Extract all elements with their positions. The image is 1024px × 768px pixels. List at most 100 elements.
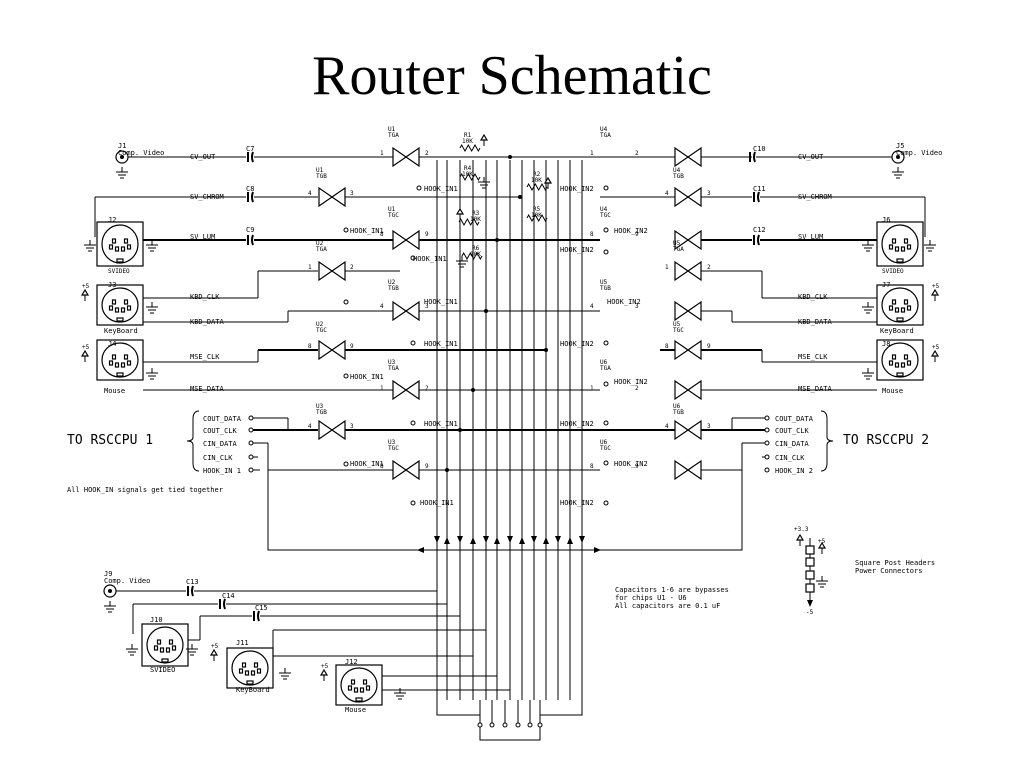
gate-triangle [686, 229, 702, 251]
hook-in2-pin [603, 460, 609, 466]
hook-in2-pin [603, 185, 609, 191]
j10-ref: J10 [150, 616, 163, 624]
capacitor-plate [757, 191, 760, 203]
din-pin [347, 685, 353, 691]
pin-number: 1 [590, 150, 594, 157]
hook-in1-pin [343, 461, 349, 467]
bus-terminal-pin [477, 722, 483, 728]
u6-tga-gate [674, 379, 702, 401]
resistor-value: 10K [462, 171, 473, 178]
hook-in1-pin [410, 255, 416, 261]
left-net-label: SV_CHROM [190, 193, 224, 201]
right-net-label: CV_OUT [798, 153, 824, 161]
din-pin [244, 670, 250, 676]
r4-resistor-icon [459, 172, 481, 182]
pin-number: 3 [707, 423, 711, 430]
din-key [896, 372, 904, 377]
bus-arrow-icon [555, 536, 561, 543]
supply-label: +5 [321, 663, 329, 670]
hook-in1-label: HOOK_IN1 [350, 460, 384, 468]
wire [598, 470, 743, 551]
hook-in1-label: HOOK_IN1 [424, 185, 458, 193]
resistor-value: 10K [470, 251, 481, 258]
resistor-ref: R6 [472, 245, 480, 252]
din-pin [108, 244, 114, 250]
hook-in1-pin [343, 373, 349, 379]
pin-number: 9 [350, 343, 354, 350]
din-pin [903, 299, 909, 305]
pin-number: 1 [308, 264, 312, 271]
left-net-label: KBD_DATA [190, 318, 225, 326]
j10-desc: SVIDEO [150, 666, 175, 674]
pin-number: 1 [590, 385, 594, 392]
resistor-ref: R5 [533, 206, 541, 213]
din-pin [900, 307, 906, 313]
pin-number: 9 [635, 463, 639, 470]
u4-tgb-gate [674, 186, 702, 208]
ground-icon [478, 177, 490, 189]
supply-arrow [479, 133, 489, 141]
pin-number: 4 [380, 303, 384, 310]
hook-in1-pin [410, 500, 416, 506]
u4-tgc-gate [674, 229, 702, 251]
din-pin [108, 305, 114, 311]
power-label: +3.3 [794, 526, 809, 533]
rsccpu1-pin [248, 427, 254, 433]
resistor-value: 10K [531, 212, 542, 219]
supply-arrow [795, 533, 805, 541]
pin-number: 2 [425, 385, 429, 392]
left-net-label: KBD_CLK [190, 293, 220, 301]
din-pin [250, 670, 256, 676]
din-pin [126, 305, 132, 311]
j2-svideo-connector-icon [96, 221, 144, 267]
u2-tgb-gate [392, 300, 420, 322]
hook-in1-label: HOOK_IN1 [350, 373, 384, 381]
bus-arrow-icon [444, 537, 450, 544]
ground-icon [394, 688, 406, 700]
bus-terminal-pin [527, 722, 533, 728]
rsccpu1-signal-label: HOOK_IN 1 [203, 467, 241, 475]
din-pin [168, 639, 174, 645]
gate-triangle [686, 419, 702, 441]
rsccpu1-signal-label: COUT_CLK [203, 427, 238, 435]
rsccpu2-pin [764, 427, 770, 433]
u2-tga-gate [318, 260, 346, 282]
wire [267, 470, 420, 551]
din-pin [906, 360, 912, 366]
gate-triangle [330, 419, 346, 441]
c13-label: C13 [186, 578, 199, 586]
din-pin [120, 246, 126, 252]
rsccpu2-signal-label: CIN_DATA [775, 440, 810, 448]
din-key [246, 680, 254, 685]
din-pin [906, 305, 912, 311]
din-pin [906, 244, 912, 250]
din-pin [888, 305, 894, 311]
rsccpu2-pin [764, 415, 770, 421]
right-net-label: SV_CHROM [798, 193, 832, 201]
rsccpu2-signal-label: COUT_CLK [775, 427, 810, 435]
gate-triangle [674, 186, 690, 208]
supply-icon [795, 533, 805, 546]
hook-in1-label: HOOK_IN1 [413, 255, 447, 263]
gate-triangle [330, 186, 346, 208]
pin-number: 3 [635, 303, 639, 310]
u1-tgc-gate [392, 229, 420, 251]
din-pin [153, 645, 159, 651]
bus-arrow-icon [417, 547, 424, 553]
bus-arrow-icon [594, 547, 601, 553]
gate-triangle [686, 339, 702, 361]
gate-type: TGA [600, 365, 611, 372]
j9-desc: Comp. Video [104, 577, 150, 585]
gate-type: TGC [600, 445, 611, 452]
resistor-ref: R2 [533, 171, 541, 178]
din-pin [114, 362, 120, 368]
bus-arrow-icon [470, 537, 476, 544]
gate-triangle [404, 379, 420, 401]
bus-arrow-icon [507, 536, 513, 543]
gate-type: TGB [316, 409, 327, 416]
hook-in1-pin [410, 340, 416, 346]
gate-triangle [404, 146, 420, 168]
j10-svideo-connector-icon [141, 623, 189, 667]
slide-title: Router Schematic [312, 45, 712, 107]
